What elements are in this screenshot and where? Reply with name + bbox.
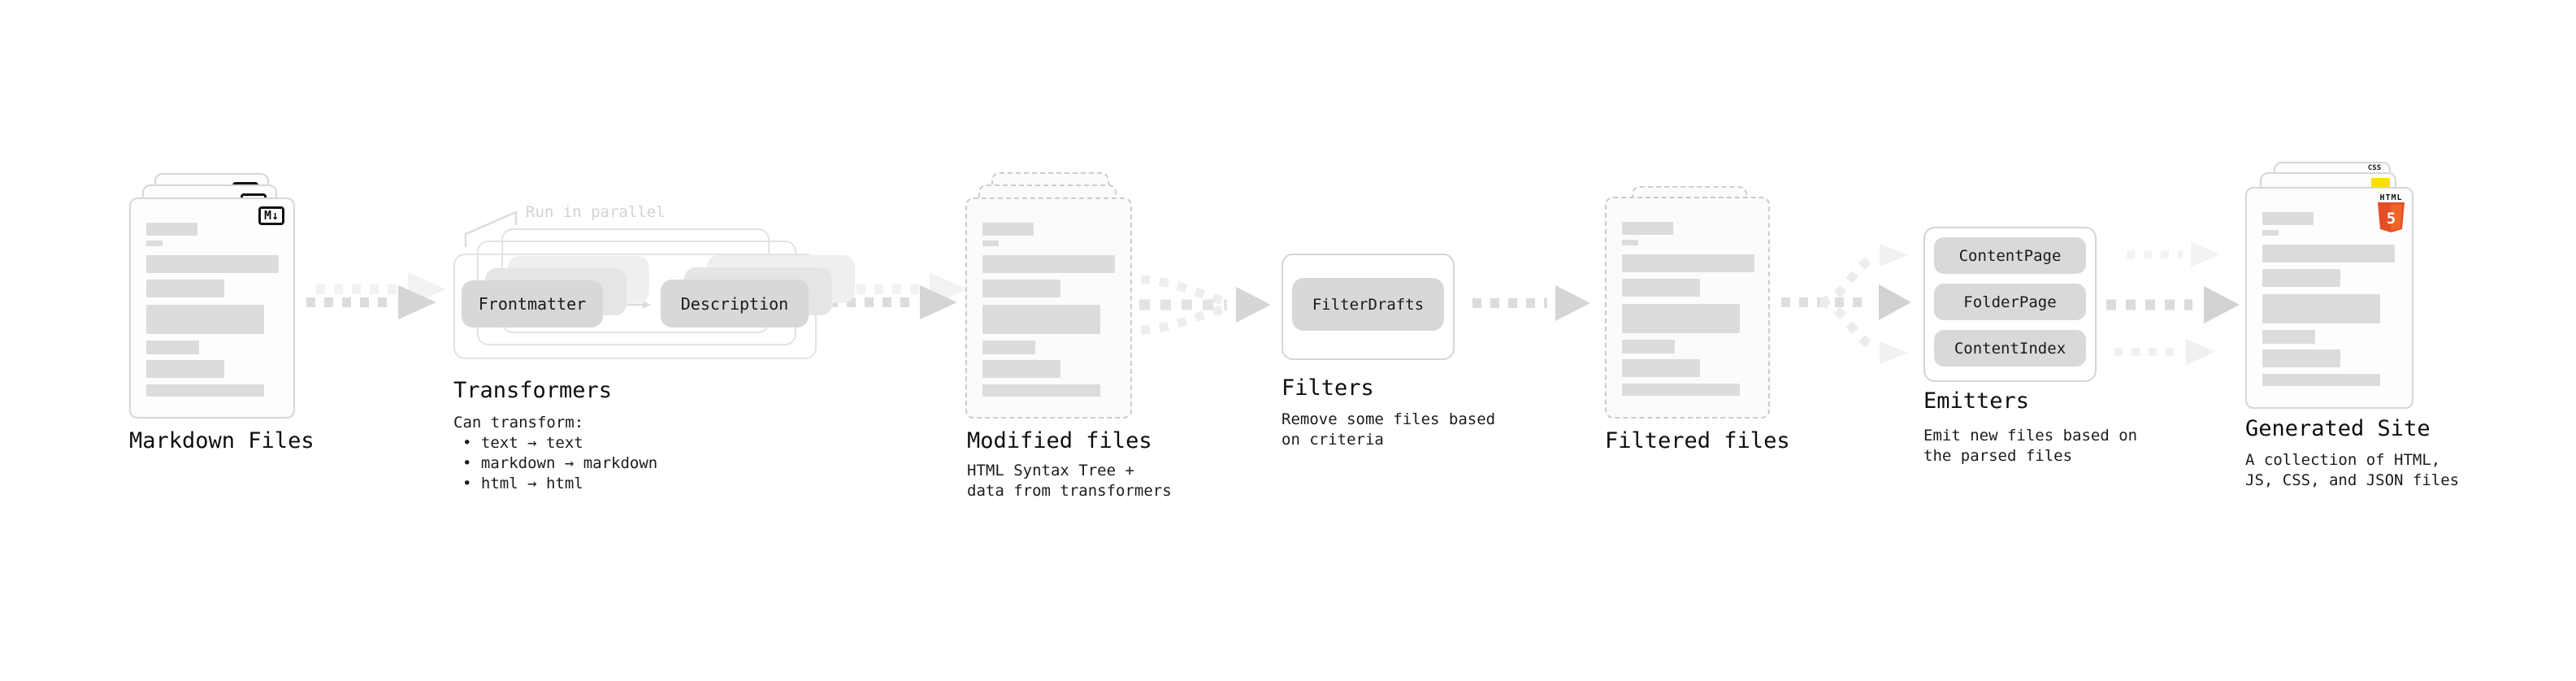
placeholder-bar <box>982 223 1034 236</box>
filters-description-line: on criteria <box>1281 431 1384 449</box>
arrow-emitters-to-generated <box>2106 241 2240 365</box>
document-placeholder-text <box>146 223 279 397</box>
frontmatter-pill: Frontmatter <box>462 280 603 327</box>
svg-text:5: 5 <box>2387 210 2396 228</box>
placeholder-bar <box>2262 330 2315 344</box>
transformers-bullet: • markdown → markdown <box>462 454 658 472</box>
placeholder-bar <box>982 384 1100 397</box>
document-placeholder-text <box>2262 212 2395 386</box>
description-pill: Description <box>661 280 809 327</box>
placeholder-bar <box>982 241 999 246</box>
placeholder-bar <box>1622 254 1754 272</box>
placeholder-bar <box>146 241 163 246</box>
placeholder-bar <box>146 340 199 354</box>
arrow-markdown-to-transformers <box>306 272 446 319</box>
modified-files-label: Modified files <box>967 428 1152 453</box>
placeholder-bar <box>1622 340 1675 354</box>
transformers-description-line: Can transform: <box>453 414 584 432</box>
placeholder-bar <box>982 255 1115 273</box>
filters-description-line: Remove some files based <box>1281 410 1496 428</box>
placeholder-bar <box>146 360 224 378</box>
transformers-bullet: • html → html <box>462 475 583 492</box>
emitters-label: Emitters <box>1923 388 2030 414</box>
markdown-files-label: Markdown Files <box>129 428 314 453</box>
filters-description: Remove some files based on criteria <box>1281 410 1495 450</box>
folderpage-pill: FolderPage <box>1934 284 2086 320</box>
placeholder-bar <box>2262 245 2395 262</box>
arrow-filters-to-filtered <box>1472 285 1590 321</box>
arrow-filtered-to-emitters <box>1781 244 1911 364</box>
placeholder-bar <box>1622 222 1673 235</box>
placeholder-bar <box>1622 304 1740 333</box>
markdown-file-card-front: M↓ <box>129 197 295 419</box>
emitters-description-line: Emit new files based on <box>1923 427 2138 445</box>
contentpage-pill: ContentPage <box>1934 237 2086 274</box>
placeholder-bar <box>2262 212 2314 225</box>
emitters-description: Emit new files based on the parsed files <box>1923 426 2137 466</box>
arrow-modified-to-filters <box>1139 275 1271 335</box>
transformers-description: Can transform: • text → text • markdown … <box>453 413 657 494</box>
generated-site-description-line: JS, CSS, and JSON files <box>2245 471 2460 489</box>
placeholder-bar <box>2262 294 2380 323</box>
placeholder-bar <box>982 280 1060 297</box>
arrow-transformers-to-modified <box>829 272 967 319</box>
transformers-label: Transformers <box>453 378 613 403</box>
run-in-parallel-leader-line <box>464 210 518 248</box>
markdown-icon: M↓ <box>258 206 284 225</box>
contentindex-pill: ContentIndex <box>1934 330 2086 367</box>
placeholder-bar <box>982 360 1060 378</box>
placeholder-bar <box>1622 359 1700 377</box>
filtered-file-card-front <box>1605 197 1770 419</box>
placeholder-bar <box>146 255 279 273</box>
filters-label: Filters <box>1281 375 1374 401</box>
modified-files-description-line: HTML Syntax Tree + <box>967 462 1134 479</box>
modified-file-card-front <box>965 197 1132 419</box>
filtered-files-label: Filtered files <box>1605 428 1790 453</box>
placeholder-bar <box>1622 384 1740 396</box>
placeholder-bar <box>2262 230 2279 236</box>
emitters-description-line: the parsed files <box>1923 447 2073 465</box>
document-placeholder-text <box>982 223 1115 397</box>
placeholder-bar <box>982 305 1100 334</box>
generated-file-card-html: HTML 5 <box>2245 187 2413 409</box>
placeholder-bar <box>2262 374 2380 386</box>
placeholder-bar <box>146 384 264 397</box>
placeholder-bar <box>1622 279 1700 297</box>
transformers-bullet: • text → text <box>462 434 583 452</box>
generated-site-label: Generated Site <box>2245 416 2431 441</box>
placeholder-bar <box>146 280 224 297</box>
placeholder-bar <box>146 305 264 334</box>
js-icon <box>2371 178 2390 189</box>
filterdrafts-pill: FilterDrafts <box>1292 278 1444 331</box>
document-placeholder-text <box>1622 222 1754 396</box>
placeholder-bar <box>2262 269 2340 287</box>
generated-site-description: A collection of HTML, JS, CSS, and JSON … <box>2245 450 2459 491</box>
run-in-parallel-annotation: Run in parallel <box>526 203 666 221</box>
placeholder-bar <box>982 340 1035 354</box>
placeholder-bar <box>2262 349 2340 367</box>
modified-files-description: HTML Syntax Tree + data from transformer… <box>967 461 1172 501</box>
generated-site-description-line: A collection of HTML, <box>2245 451 2441 469</box>
modified-files-description-line: data from transformers <box>967 482 1172 500</box>
html5-icon: HTML 5 <box>2378 193 2405 232</box>
placeholder-bar <box>1622 240 1638 245</box>
placeholder-bar <box>146 223 197 236</box>
